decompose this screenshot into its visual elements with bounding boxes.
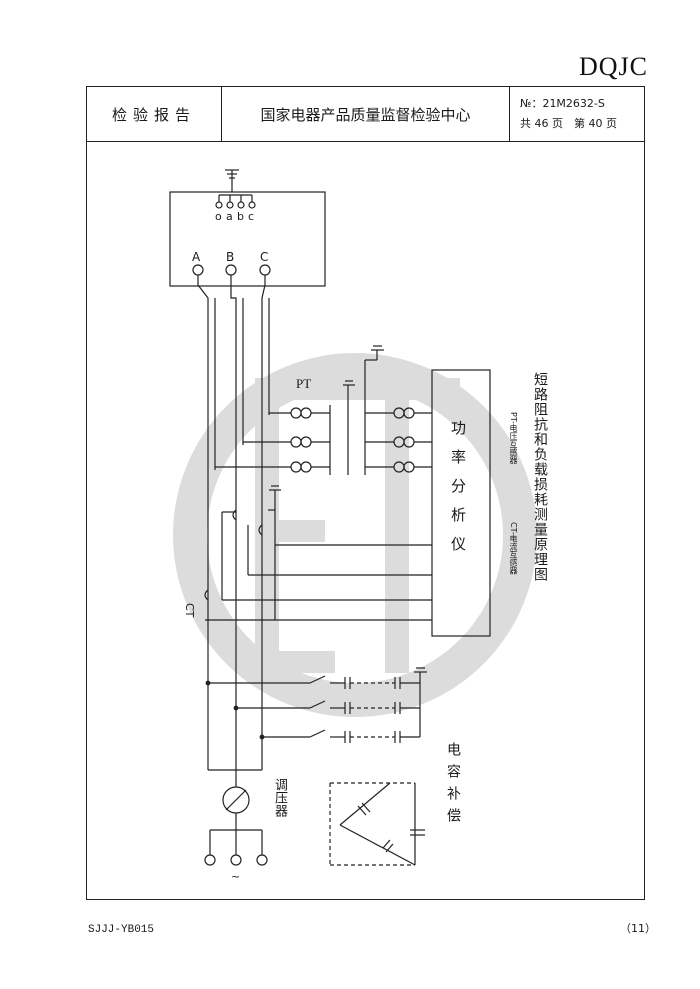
regulator-label: 调压器 bbox=[272, 778, 287, 817]
report-meta: №：21M2632-S 共 46 页 第 40 页 bbox=[510, 87, 644, 141]
lv-terminal-b: b bbox=[237, 210, 244, 223]
lv-terminal-c: c bbox=[248, 210, 255, 223]
capacitor-compensation-label: 电容补偿 bbox=[445, 742, 461, 830]
form-code: SJJJ-YB015 bbox=[88, 924, 155, 936]
organization-name: 国家电器产品质量监督检验中心 bbox=[222, 87, 510, 141]
lv-terminal-a: a bbox=[226, 210, 233, 223]
brand-mark: DQJC bbox=[578, 52, 648, 81]
hv-terminal-c: C bbox=[260, 250, 269, 264]
power-analyzer-box bbox=[431, 369, 491, 637]
hv-terminal-a: A bbox=[192, 250, 201, 264]
lv-terminal-o: o bbox=[215, 210, 222, 223]
report-frame: 检验报告 国家电器产品质量监督检验中心 №：21M2632-S 共 46 页 第… bbox=[86, 86, 645, 900]
ct-label: CT bbox=[183, 603, 196, 618]
ac-source-icon: ~ bbox=[231, 870, 241, 883]
page-count: 共 46 页 第 40 页 bbox=[520, 117, 617, 130]
report-number: №：21M2632-S bbox=[520, 97, 605, 110]
power-analyzer-label: 功率分析仪 bbox=[449, 420, 467, 565]
ct-legend: CT-电流互感器 bbox=[509, 522, 518, 575]
pt-label: PT bbox=[296, 376, 312, 391]
report-header: 检验报告 国家电器产品质量监督检验中心 №：21M2632-S 共 46 页 第… bbox=[87, 87, 644, 142]
hv-terminal-b: B bbox=[226, 250, 235, 264]
diagram-title: 短路阻抗和负载损耗测量原理图 bbox=[532, 372, 548, 582]
pt-legend: PT-电压互感器 bbox=[509, 412, 518, 464]
transformer-box bbox=[169, 191, 326, 287]
page-number: （11） bbox=[620, 922, 656, 935]
report-type: 检验报告 bbox=[87, 87, 222, 141]
